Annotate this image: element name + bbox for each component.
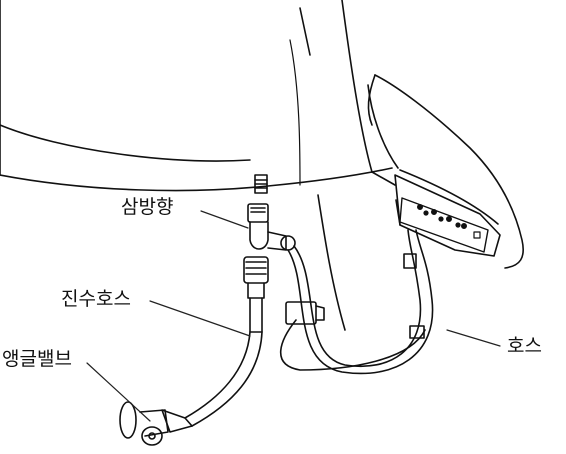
- bidet-seat-housing: [367, 74, 524, 269]
- tee-connector: [247, 203, 296, 251]
- label-supply-hose: 진수호스: [61, 288, 131, 310]
- leader-hose: [446, 329, 501, 347]
- supply-hose: [184, 331, 263, 427]
- bidet-hose: [287, 229, 434, 375]
- control-panel: [399, 197, 489, 253]
- toilet-bowl: [0, 0, 396, 331]
- label-hose: 호스: [507, 335, 542, 357]
- angle-valve: [119, 401, 193, 446]
- label-tee: 삼방향: [121, 196, 174, 218]
- leader-lines: [86, 210, 501, 422]
- label-angle-valve: 앵글밸브: [2, 348, 72, 370]
- leader-angle-valve: [86, 362, 151, 422]
- leader-supply-hose: [149, 300, 251, 337]
- power-cable: [279, 253, 426, 371]
- inlet-stub: [254, 174, 268, 194]
- leader-tee: [200, 210, 249, 229]
- filter-fitting: [243, 256, 269, 333]
